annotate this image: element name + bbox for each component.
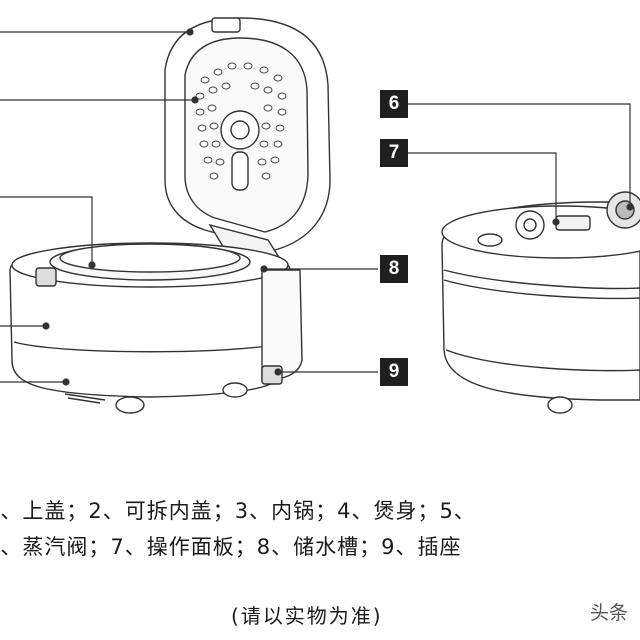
callout-9: 9: [380, 358, 408, 386]
watermark: 头条: [590, 602, 629, 624]
open-cooker-illustration: [9, 17, 331, 414]
closed-cooker-illustration: [441, 191, 640, 414]
callout-6: 6: [380, 90, 408, 118]
rice-cooker-diagram: [0, 17, 640, 414]
right-leader-lines: [260, 103, 634, 376]
inner-lid-perforations: [195, 62, 287, 180]
callout-8: 8: [380, 255, 408, 283]
legend-line-1: 1、上盖；2、可拆内盖；3、内锅；4、煲身；5、: [0, 499, 476, 523]
disclaimer-note: (请以实物为准): [231, 604, 383, 628]
callout-7: 7: [380, 139, 408, 167]
left-leader-lines: [0, 28, 199, 386]
legend-line-2: 6、蒸汽阀；7、操作面板；8、储水槽；9、插座: [0, 535, 462, 559]
